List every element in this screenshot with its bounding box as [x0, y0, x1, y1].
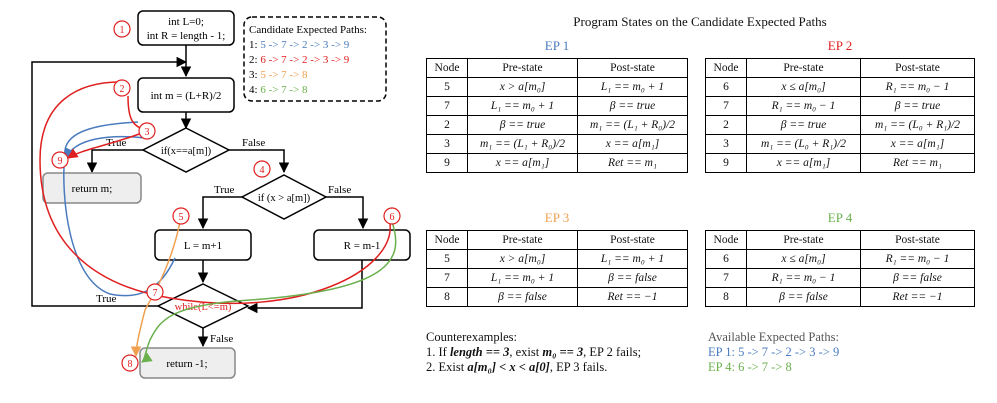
candidate-box: [243, 16, 387, 102]
node-label-9: 9: [51, 151, 69, 169]
path-ep4-curve: [141, 221, 397, 363]
node-label-6: 6: [383, 207, 401, 225]
svg-text:8: 8: [128, 359, 133, 370]
candidate-3: 3: 5 -> 7 -> 8: [249, 69, 308, 81]
counterexample-2: 2. Exist a[m₀] < x < a[0], EP 3 fails.: [426, 360, 608, 374]
path-ep3-curve: [130, 221, 181, 358]
svg-text:6: 6: [390, 212, 395, 223]
path-ep2-return: [67, 132, 143, 159]
return-neg-text: return -1;: [166, 358, 207, 370]
label-false-eq: False: [242, 137, 265, 149]
init-line2: int R = length - 1;: [147, 30, 226, 42]
candidate-4: 4: 6 -> 7 -> 8: [249, 84, 308, 96]
cond-gt-text: if (x > a[m]): [258, 193, 311, 204]
node-label-3: 3: [138, 122, 156, 140]
candidate-title: Candidate Expected Paths:: [249, 24, 367, 36]
available-ep4: EP 4: 6 -> 7 -> 8: [708, 360, 792, 374]
ep2-title: EP 2: [827, 38, 853, 53]
svg-text:9: 9: [58, 156, 63, 167]
candidate-2: 2: 6 -> 7 -> 2 -> 3 -> 9: [249, 54, 350, 66]
ep1-title: EP 1: [544, 38, 570, 53]
return-neg-box: [139, 347, 236, 379]
svg-text:4: 4: [260, 165, 265, 176]
return-m-box: [42, 172, 142, 204]
return-m-text: return m;: [72, 183, 113, 195]
loop-text: while(L<=m): [175, 302, 232, 313]
cond-eq-diamond: [141, 127, 231, 173]
node-label-1: 1: [113, 20, 131, 38]
svg-text:7: 7: [153, 288, 158, 299]
node-label-8: 8: [121, 354, 139, 372]
label-false-gt: False: [328, 184, 351, 196]
node-label-5: 5: [172, 207, 190, 225]
assign-l-text: L = m+1: [184, 240, 222, 252]
path-ep2-curve: [39, 81, 391, 305]
svg-text:2: 2: [120, 84, 125, 95]
svg-text:1: 1: [120, 25, 125, 36]
label-true-loop: True: [96, 293, 116, 305]
available-paths: Available Expected Paths: EP 1: 5 -> 7 -…: [708, 330, 978, 375]
svg-text:5: 5: [179, 212, 184, 223]
ep3-title: EP 3: [544, 210, 570, 225]
states-title: Program States on the Candidate Expected…: [573, 14, 827, 29]
cond-eq-text: if(x==a[m]): [161, 146, 212, 157]
label-false-loop: False: [210, 333, 233, 345]
cond-gt-diamond: [240, 174, 328, 220]
ep4-title: EP 4: [827, 210, 853, 225]
svg-text:3: 3: [145, 127, 150, 138]
counterexamples-title: Counterexamples:: [426, 330, 517, 344]
label-true-gt: True: [214, 184, 234, 196]
init-line1: int L=0;: [168, 16, 204, 28]
node-label-4: 4: [253, 160, 271, 178]
candidate-1: 1: 5 -> 7 -> 2 -> 3 -> 9: [249, 39, 350, 51]
counterexamples: Counterexamples: 1. If length == 3, exis…: [426, 330, 701, 375]
mid-text: int m = (L+R)/2: [151, 90, 222, 102]
counterexample-1: 1. If length == 3, exist m₀ == 3, EP 2 f…: [426, 345, 642, 359]
assign-r-text: R = m-1: [344, 240, 381, 252]
flowchart: int L=0; int R = length - 1; int m = (L+…: [31, 10, 411, 379]
available-title: Available Expected Paths:: [708, 330, 839, 344]
available-ep1: EP 1: 5 -> 7 -> 2 -> 3 -> 9: [708, 345, 840, 359]
node-label-2: 2: [113, 79, 131, 97]
node-label-7: 7: [146, 283, 164, 301]
